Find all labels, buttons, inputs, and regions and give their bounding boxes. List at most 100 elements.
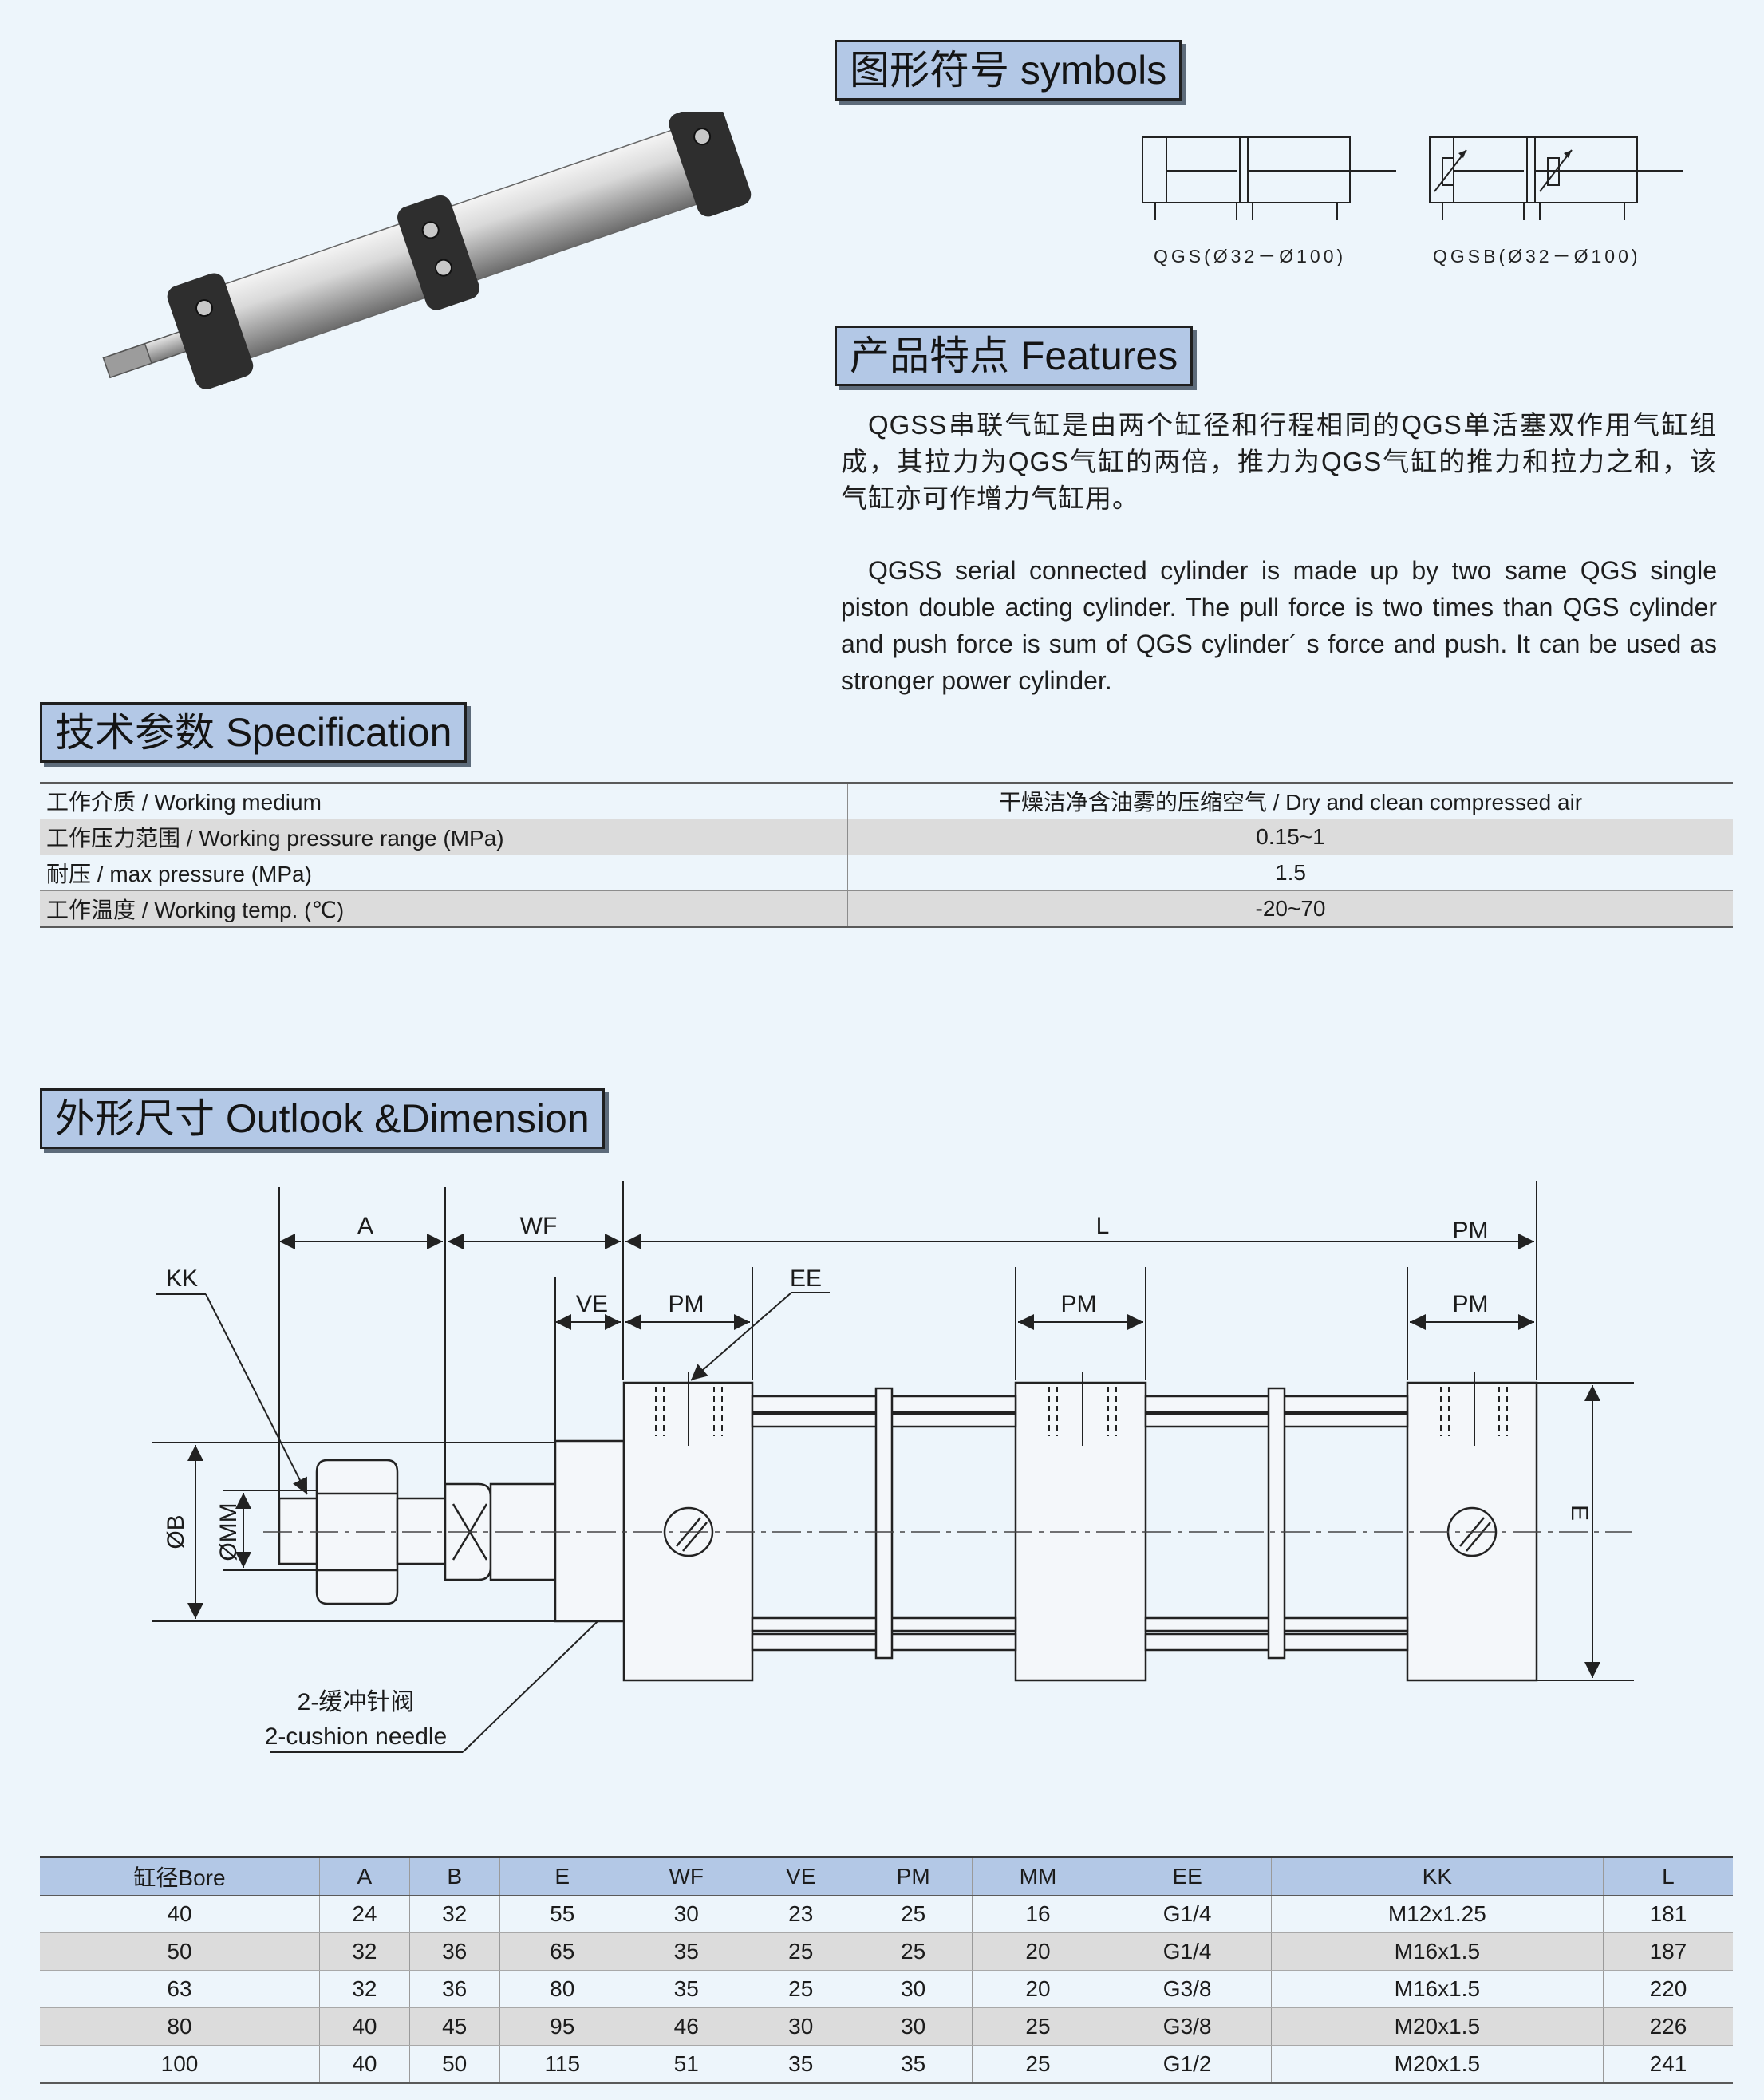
table-cell: 50: [40, 1932, 320, 1971]
symbol-qgs: [1142, 136, 1396, 220]
col-header: VE: [748, 1856, 854, 1896]
spec-table: 工作介质 / Working medium 干燥洁净含油雾的压缩空气 / Dry…: [40, 782, 1733, 928]
col-header: L: [1603, 1856, 1733, 1896]
table-cell: 25: [748, 1932, 854, 1971]
spec-title: 技术参数 Specification: [40, 702, 468, 763]
table-row: 工作压力范围 / Working pressure range (MPa) 0.…: [40, 819, 1733, 855]
needle-label-en: 2-cushion needle: [265, 1723, 448, 1750]
table-cell: 63: [40, 1970, 320, 2008]
spec-value: 0.15~1: [847, 819, 1733, 855]
table-cell: 36: [409, 1932, 500, 1971]
table-cell: 25: [854, 1895, 973, 1933]
col-header: MM: [972, 1856, 1104, 1896]
table-cell: 115: [499, 2045, 625, 2084]
dim-label-wf: WF: [520, 1213, 558, 1239]
table-cell: M20x1.5: [1271, 2007, 1604, 2046]
table-cell: 80: [40, 2007, 320, 2046]
table-cell: M20x1.5: [1271, 2045, 1604, 2084]
col-header: WF: [625, 1856, 748, 1896]
table-cell: 187: [1603, 1932, 1733, 1971]
features-cn: QGSS串联气缸是由两个缸径和行程相同的QGS单活塞双作用气缸组成，其拉力为QG…: [841, 410, 1717, 513]
table-row: 80 40 45 95 46 30 30 25 G3/8 M20x1.5 226: [40, 2007, 1733, 2046]
table-cell: 40: [40, 1895, 320, 1933]
table-cell: 50: [409, 2045, 500, 2084]
table-row: 50 32 36 65 35 25 25 20 G1/4 M16x1.5 187: [40, 1932, 1733, 1971]
table-row: 100 40 50 115 51 35 35 25 G1/2 M20x1.5 2…: [40, 2045, 1733, 2084]
table-cell: 181: [1603, 1895, 1733, 1933]
dim-label-kk: KK: [166, 1265, 198, 1292]
table-cell: 20: [972, 1970, 1104, 2008]
table-cell: 65: [499, 1932, 625, 1971]
table-cell: 32: [319, 1932, 410, 1971]
table-cell: 40: [319, 2045, 410, 2084]
product-photo: [102, 112, 752, 389]
table-cell: 24: [319, 1895, 410, 1933]
dim-label-ob: ØB: [163, 1514, 189, 1549]
table-cell: 40: [319, 2007, 410, 2046]
symbol-qgsb-caption: QGSB(Ø32－Ø100): [1433, 246, 1641, 266]
spec-label: 工作温度 / Working temp. (℃): [40, 890, 848, 928]
table-cell: G1/2: [1103, 2045, 1272, 2084]
table-row: 工作介质 / Working medium 干燥洁净含油雾的压缩空气 / Dry…: [40, 782, 1733, 819]
dim-label-ee: EE: [790, 1265, 822, 1292]
table-cell: 25: [972, 2045, 1104, 2084]
table-row: 40 24 32 55 30 23 25 16 G1/4 M12x1.25 18…: [40, 1895, 1733, 1933]
table-cell: 241: [1603, 2045, 1733, 2084]
table-cell: 46: [625, 2007, 748, 2046]
table-cell: 30: [854, 2007, 973, 2046]
col-header: E: [499, 1856, 625, 1896]
col-header: B: [409, 1856, 500, 1896]
symbols-title: 图形符号 symbols: [835, 40, 1182, 101]
table-header-row: 缸径Bore A B E WF VE PM MM EE KK L: [40, 1856, 1733, 1896]
table-row: 耐压 / max pressure (MPa) 1.5: [40, 855, 1733, 891]
table-cell: G1/4: [1103, 1932, 1272, 1971]
table-cell: 25: [854, 1932, 973, 1971]
needle-label-cn: 2-缓冲针阀: [298, 1689, 415, 1715]
table-cell: 80: [499, 1970, 625, 2008]
spec-label: 耐压 / max pressure (MPa): [40, 855, 848, 891]
table-cell: 30: [625, 1895, 748, 1933]
table-cell: 35: [854, 2045, 973, 2084]
spec-value: 干燥洁净含油雾的压缩空气 / Dry and clean compressed …: [847, 782, 1733, 819]
features-en: QGSS serial connected cylinder is made u…: [841, 556, 1717, 695]
table-cell: G3/8: [1103, 1970, 1272, 2008]
features-text: QGSS串联气缸是由两个缸径和行程相同的QGS单活塞双作用气缸组成，其拉力为QG…: [841, 407, 1717, 699]
dim-label-pm-2: PM: [1061, 1291, 1097, 1317]
table-cell: 25: [972, 2007, 1104, 2046]
table-cell: M16x1.5: [1271, 1970, 1604, 2008]
dimension-table: 缸径Bore A B E WF VE PM MM EE KK L 40 24 3…: [40, 1856, 1733, 2084]
table-cell: 30: [854, 1970, 973, 2008]
col-header: KK: [1271, 1856, 1604, 1896]
dim-label-a: A: [357, 1213, 373, 1239]
dim-label-pm-top: PM: [1453, 1218, 1489, 1244]
table-cell: 55: [499, 1895, 625, 1933]
dim-label-l: L: [1096, 1213, 1110, 1239]
table-cell: G3/8: [1103, 2007, 1272, 2046]
spec-value: -20~70: [847, 890, 1733, 928]
col-header: EE: [1103, 1856, 1272, 1896]
spec-label: 工作介质 / Working medium: [40, 782, 848, 819]
col-header: PM: [854, 1856, 973, 1896]
table-cell: 35: [748, 2045, 854, 2084]
dimension-title: 外形尺寸 Outlook &Dimension: [40, 1088, 605, 1149]
table-cell: M12x1.25: [1271, 1895, 1604, 1933]
table-cell: 226: [1603, 2007, 1733, 2046]
table-cell: M16x1.5: [1271, 1932, 1604, 1971]
symbol-qgs-caption: QGS(Ø32－Ø100): [1154, 246, 1347, 266]
table-cell: 20: [972, 1932, 1104, 1971]
features-title: 产品特点 Features: [835, 326, 1194, 386]
table-cell: 95: [499, 2007, 625, 2046]
table-cell: G1/4: [1103, 1895, 1272, 1933]
table-cell: 16: [972, 1895, 1104, 1933]
table-cell: 35: [625, 1970, 748, 2008]
table-cell: 45: [409, 2007, 500, 2046]
table-row: 63 32 36 80 35 25 30 20 G3/8 M16x1.5 220: [40, 1970, 1733, 2008]
symbol-qgsb: [1429, 136, 1683, 220]
dim-label-ve: VE: [576, 1291, 608, 1317]
dim-label-pm-1: PM: [669, 1291, 704, 1317]
table-cell: 220: [1603, 1970, 1733, 2008]
table-cell: 36: [409, 1970, 500, 2008]
table-cell: 100: [40, 2045, 320, 2084]
table-cell: 23: [748, 1895, 854, 1933]
dimension-drawing: A WF L PM KK VE PM EE PM PM ØB ØMM E 2-缓…: [152, 1181, 1634, 1753]
